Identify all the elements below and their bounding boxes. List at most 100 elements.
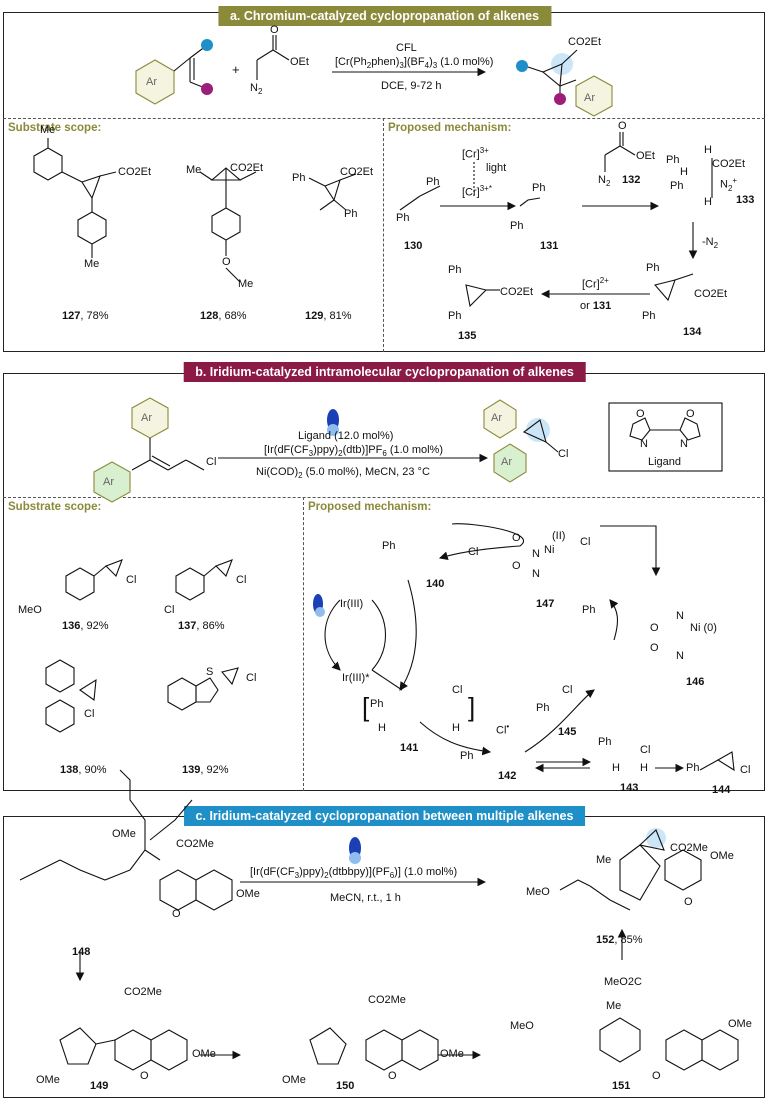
mech-b-147-ni: Ni	[544, 544, 555, 556]
c151-meo: MeO	[510, 1020, 534, 1032]
mech-b-146-n2: N	[676, 650, 684, 662]
ligand-label: Ligand	[648, 456, 682, 468]
mech-a-132-oet: OEt	[636, 150, 655, 162]
cond-b-line2: [Ir(dF(CF3)ppy)2(dtb)]PF6 (1.0 mol%)	[264, 444, 444, 459]
mech-a-133-n2: N2+	[720, 176, 738, 193]
mech-b-141-h2: H	[452, 722, 460, 734]
mech-b-140-cl: Cl	[468, 546, 479, 558]
mech-b-141-bracket: [	[362, 692, 370, 722]
s128-me: Me	[186, 164, 202, 176]
cond-a-line3: DCE, 9-72 h	[381, 80, 442, 92]
panel-b-mech-title: Proposed mechanism:	[308, 501, 432, 513]
ar-label-b1: Ar	[141, 412, 152, 424]
mech-a-or131: or 131	[580, 300, 612, 312]
ligand-n2: N	[680, 438, 688, 450]
label-141: 141	[400, 742, 419, 754]
s136-cl: Cl	[126, 574, 137, 586]
reagent-o: O	[270, 24, 279, 36]
mech-a-131-ph2: Ph	[510, 220, 524, 232]
mech-b-143-cl: Cl	[640, 744, 651, 756]
cond-b-line3: Ni(COD)2 (5.0 mol%), MeCN, 23 °C	[256, 466, 430, 481]
mech-b-143-h2: H	[640, 762, 648, 774]
label-132: 132	[622, 174, 641, 186]
ar-label-b3: Ar	[491, 412, 502, 424]
mech-a-135-ph2: Ph	[448, 310, 462, 322]
mech-b-147-o1: O	[512, 532, 521, 544]
s137-cl1: Cl	[164, 604, 175, 616]
caption-139: 139, 92%	[182, 764, 229, 776]
caption-136: 136, 92%	[62, 620, 109, 632]
ar-label-b4: Ar	[501, 456, 512, 468]
mech-a-minus-n2: -N2	[702, 236, 719, 251]
s127-ester: CO2Et	[118, 166, 152, 178]
label-148: 148	[72, 946, 91, 958]
mech-b-146-o2: O	[650, 642, 659, 654]
label-130: 130	[404, 240, 423, 252]
mech-a-133-ester: CO2Et	[712, 158, 746, 170]
mech-b-147-cl: Cl	[580, 536, 591, 548]
cond-c-line2: MeCN, r.t., 1 h	[330, 892, 401, 904]
mech-a-132-o: O	[618, 120, 627, 132]
label-149: 149	[90, 1080, 109, 1092]
panel-a-divider-v	[383, 118, 384, 352]
label-134: 134	[683, 326, 702, 338]
panel-a-mech-title: Proposed mechanism:	[388, 122, 512, 134]
mech-a-133-ph1: Ph	[666, 154, 680, 166]
panel-a-header: a. Chromium-catalyzed cyclopropanation o…	[217, 6, 552, 26]
ar-label-a2: Ar	[584, 92, 595, 104]
mech-a-132-n2: N2	[598, 174, 611, 189]
caption-129: 129, 81%	[305, 310, 352, 322]
c152-co2me: CO2Me	[670, 842, 708, 854]
mech-a-cr3star: [Cr]3+*	[462, 184, 492, 199]
mech-b-145-cl: Cl	[562, 684, 573, 696]
ar-label-a1: Ar	[146, 76, 157, 88]
label-131: 131	[540, 240, 559, 252]
s127-me-top: Me	[40, 124, 56, 136]
cond-a-line2: [Cr(Ph2phen)3](BF4)3 (1.0 mol%)	[335, 56, 494, 71]
mech-b-145-ph: Ph	[536, 702, 550, 714]
cond-a-line1: CFL	[396, 42, 417, 54]
cond-c-line1: [Ir(dF(CF3)ppy)2(dtbbpy)](PF6)] (1.0 mol…	[250, 866, 458, 881]
panel-c	[3, 816, 765, 1098]
c150-ome: OMe	[440, 1048, 464, 1060]
c148-o: O	[172, 908, 181, 920]
s129-ester: CO2Et	[340, 166, 374, 178]
c152-meo: MeO	[526, 886, 550, 898]
mech-a-131-ph1: Ph	[532, 182, 546, 194]
mech-a-134-ester: CO2Et	[694, 288, 728, 300]
mech-b-140-ph: Ph	[382, 540, 396, 552]
ligand-n1: N	[640, 438, 648, 450]
c150-ome2: OMe	[282, 1074, 306, 1086]
mech-a-light: light	[486, 162, 507, 174]
mech-b-147-ox: (II)	[552, 530, 566, 542]
mech-b-142-ph: Ph	[460, 750, 474, 762]
label-133: 133	[736, 194, 755, 206]
label-147: 147	[536, 598, 555, 610]
mech-b-147-n1: N	[532, 548, 540, 560]
s138-cl: Cl	[84, 708, 95, 720]
c152-ome: OMe	[710, 850, 734, 862]
mech-a-ph1: Ph	[426, 176, 440, 188]
mech-a-cr3: [Cr]3+	[462, 146, 489, 161]
panel-a-scope-title: Substrate scope:	[8, 122, 102, 134]
c150-co2me: CO2Me	[368, 994, 406, 1006]
mech-b-141-bracket2: ]	[468, 692, 476, 722]
c151-ome: OMe	[728, 1018, 752, 1030]
label-135: 135	[458, 330, 477, 342]
label-146: 146	[686, 676, 705, 688]
cl-label-b1: Cl	[206, 456, 217, 468]
mech-b-141-h1: H	[378, 722, 386, 734]
mech-a-133-h2: H	[680, 166, 688, 178]
c149-co2me: CO2Me	[124, 986, 162, 998]
product-a-ester: CO2Et	[568, 36, 602, 48]
panel-c-header: c. Iridium-catalyzed cyclopropanation be…	[183, 806, 586, 826]
panel-b-divider-v	[303, 497, 304, 791]
reagent-n2: N2	[250, 82, 263, 97]
panel-b-header: b. Iridium-catalyzed intramolecular cycl…	[183, 362, 586, 382]
s139-cl: Cl	[246, 672, 257, 684]
s128-o: O	[222, 256, 231, 268]
mech-b-146-ni: Ni (0)	[690, 622, 717, 634]
label-150: 150	[336, 1080, 355, 1092]
c149-ome: OMe	[192, 1048, 216, 1060]
mech-b-141-cl: Cl	[452, 684, 463, 696]
